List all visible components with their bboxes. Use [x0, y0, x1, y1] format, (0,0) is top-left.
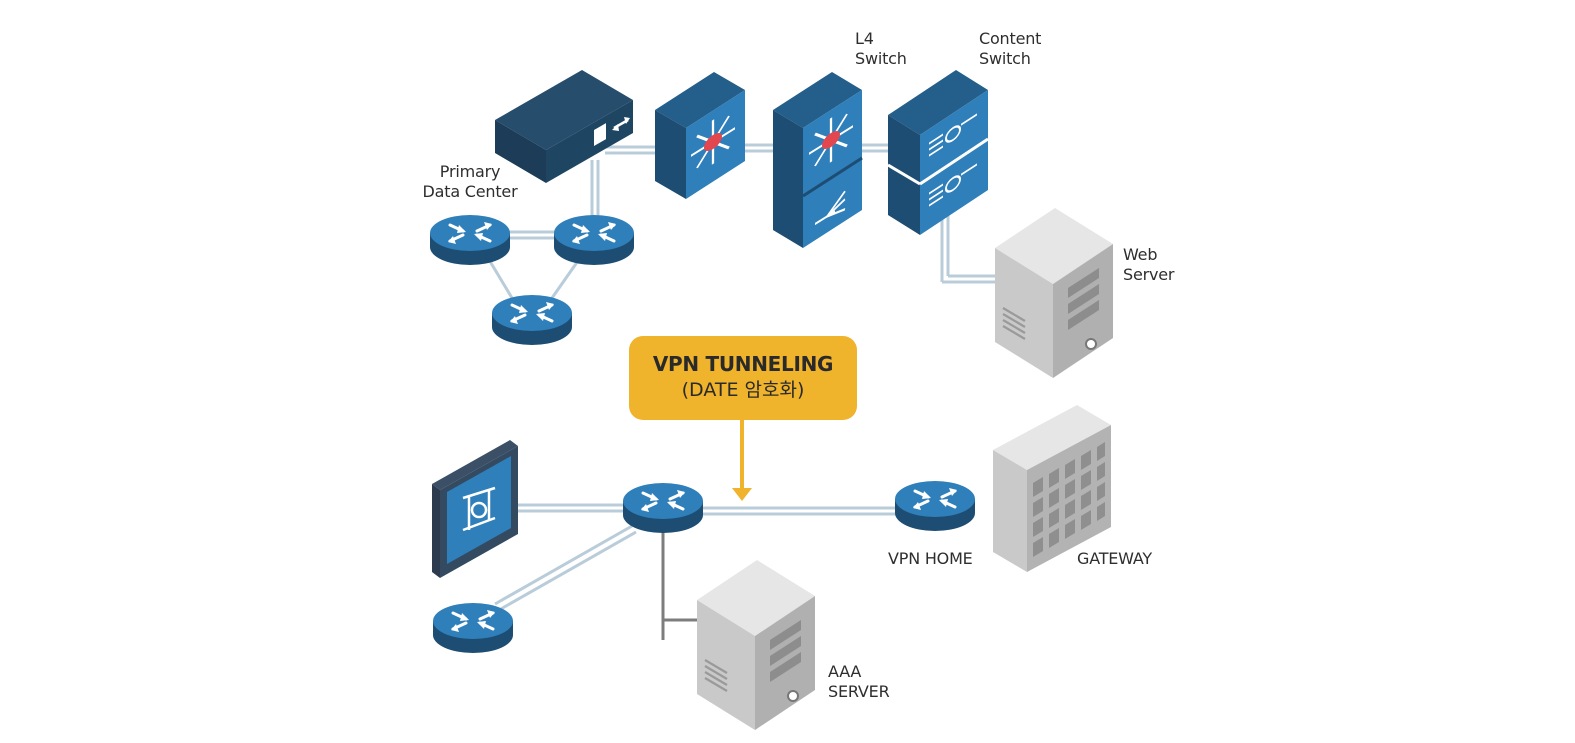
content-switch-label: Content Switch	[979, 29, 1041, 69]
callout-title: VPN TUNNELING	[652, 352, 834, 376]
web-server-icon	[993, 206, 1115, 380]
vpn-concentrator-panel-icon	[432, 440, 518, 578]
gateway-building-icon	[993, 405, 1111, 572]
web-server-label: Web Server	[1123, 245, 1174, 285]
l4-switch-label-line2: Switch	[855, 49, 907, 68]
content-switch-icon	[887, 70, 989, 235]
primary-data-center-label: Primary Data Center	[420, 162, 520, 202]
l4-switch-label-line1: L4	[855, 29, 874, 48]
router-icon	[433, 603, 513, 653]
link-lines	[486, 143, 1000, 612]
aaa-server-label-line1: AAA	[828, 662, 862, 681]
primary-dc-label-line2: Data Center	[422, 182, 518, 201]
vpn-home-label: VPN HOME	[888, 549, 973, 568]
router-icon	[554, 215, 634, 265]
web-server-label-line1: Web	[1123, 245, 1158, 264]
callout-subtitle: (DATE 암호화)	[681, 379, 805, 401]
router-icon	[430, 215, 510, 265]
router-icon	[492, 295, 572, 345]
content-switch-label-line2: Switch	[979, 49, 1031, 68]
callout-arrow	[732, 420, 752, 501]
vpn-tunneling-callout: VPN TUNNELING (DATE 암호화)	[629, 336, 857, 420]
content-switch-label-line1: Content	[979, 29, 1042, 48]
web-server-label-line2: Server	[1123, 265, 1175, 284]
vpn-home-router-icon	[895, 481, 975, 531]
primary-dc-label-line1: Primary	[439, 162, 501, 181]
multilayer-switch-icon	[655, 72, 745, 199]
load-balancer-appliance-icon	[495, 70, 633, 183]
l4-switch-icon	[773, 72, 863, 248]
aaa-server-icon	[695, 558, 817, 732]
aaa-server-label-line2: SERVER	[828, 682, 890, 701]
aaa-server-label: AAA SERVER	[828, 662, 890, 702]
router-icon	[623, 483, 703, 533]
gateway-label: GATEWAY	[1077, 549, 1153, 568]
l4-switch-label: L4 Switch	[855, 29, 907, 69]
